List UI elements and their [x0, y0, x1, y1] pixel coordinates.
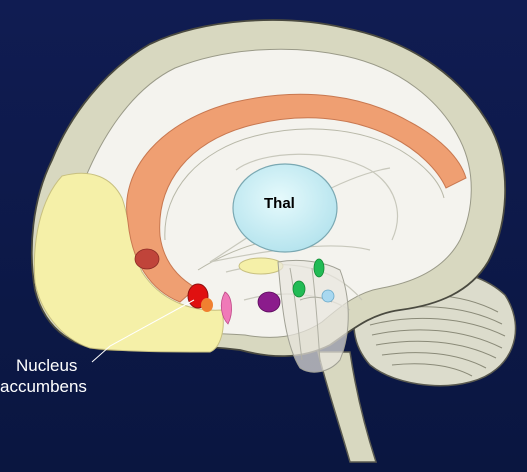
orbitofrontal-nucleus [135, 249, 159, 269]
vta-nucleus [322, 290, 334, 302]
green-nucleus-upper [314, 259, 324, 277]
amygdala [258, 292, 280, 312]
hypothalamus [239, 258, 283, 274]
thalamus-label: Thal [264, 195, 295, 212]
nucleus-accumbens-orange [201, 298, 213, 312]
nucleus-accumbens-label-line2: accumbens [0, 377, 87, 396]
green-nucleus-lower [293, 281, 305, 297]
nucleus-accumbens-label-line1: Nucleus [16, 356, 77, 375]
